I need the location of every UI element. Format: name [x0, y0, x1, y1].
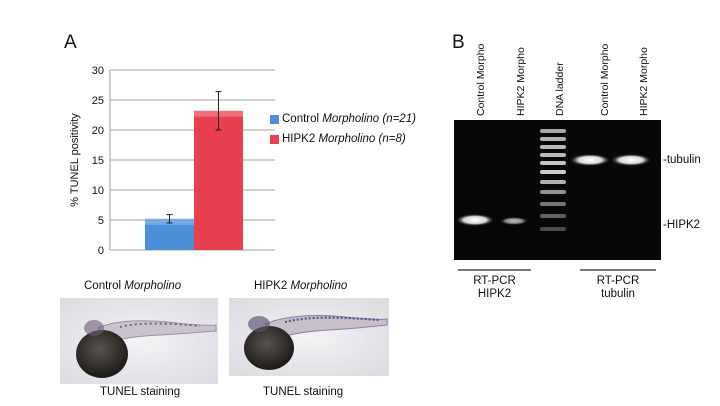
micrograph-hipk2	[229, 298, 389, 376]
group-line-tubulin	[580, 269, 656, 271]
legend-item-hipk2: HIPK2 Morpholino (n=8)	[270, 133, 406, 145]
micrograph-title-hipk2: HIPK2 Morpholino	[254, 280, 348, 292]
legend-swatch-hipk2	[270, 134, 279, 144]
bar-1	[194, 110, 243, 250]
y-tick-label-6: 30	[92, 65, 104, 77]
lane-label-ladder: DNA ladder	[554, 62, 566, 116]
gel-image	[454, 120, 661, 260]
legend-label-hipk2: HIPK2 Morpholino (n=8)	[282, 133, 406, 145]
dna-ladder-bands	[540, 129, 566, 231]
legend-item-control: Control Morpholino (n=21)	[270, 113, 416, 125]
lane-label-1: Control Morpho	[475, 43, 487, 116]
group-line-hipk2	[458, 269, 531, 271]
bar-0	[145, 218, 194, 250]
panel-a-letter: A	[64, 32, 77, 53]
legend-swatch-control	[270, 114, 279, 124]
panel-b-letter: B	[452, 32, 465, 53]
micrograph-caption-control: TUNEL staining	[100, 386, 181, 398]
y-tick-label-2: 10	[92, 185, 104, 197]
band-tubulin-hipk2mo	[611, 154, 651, 166]
band-label-hipk2: -HIPK2	[663, 219, 701, 231]
y-tick-label-3: 15	[92, 155, 104, 167]
band-hipk2-control	[456, 214, 494, 226]
band-label-tubulin: -tubulin	[663, 154, 701, 166]
band-tubulin-control	[570, 154, 610, 166]
lane-label-2: HIPK2 Morpho	[515, 47, 527, 116]
y-axis-label: % TUNEL positivity	[69, 113, 81, 207]
micrograph-title-control: Control Morpholino	[84, 280, 182, 292]
y-tick-label-1: 5	[98, 215, 104, 227]
micrograph-caption-hipk2: TUNEL staining	[263, 386, 344, 398]
micrograph-control	[60, 298, 218, 384]
y-tick-label-0: 0	[98, 245, 104, 257]
y-tick-label-5: 25	[92, 95, 104, 107]
band-hipk2-hipk2mo	[500, 217, 528, 225]
y-tick-label-4: 20	[92, 125, 104, 137]
legend-label-control: Control Morpholino (n=21)	[282, 113, 416, 125]
lane-label-5: HIPK2 Morpho	[638, 47, 650, 116]
lane-label-4: Control Morpho	[599, 43, 611, 116]
